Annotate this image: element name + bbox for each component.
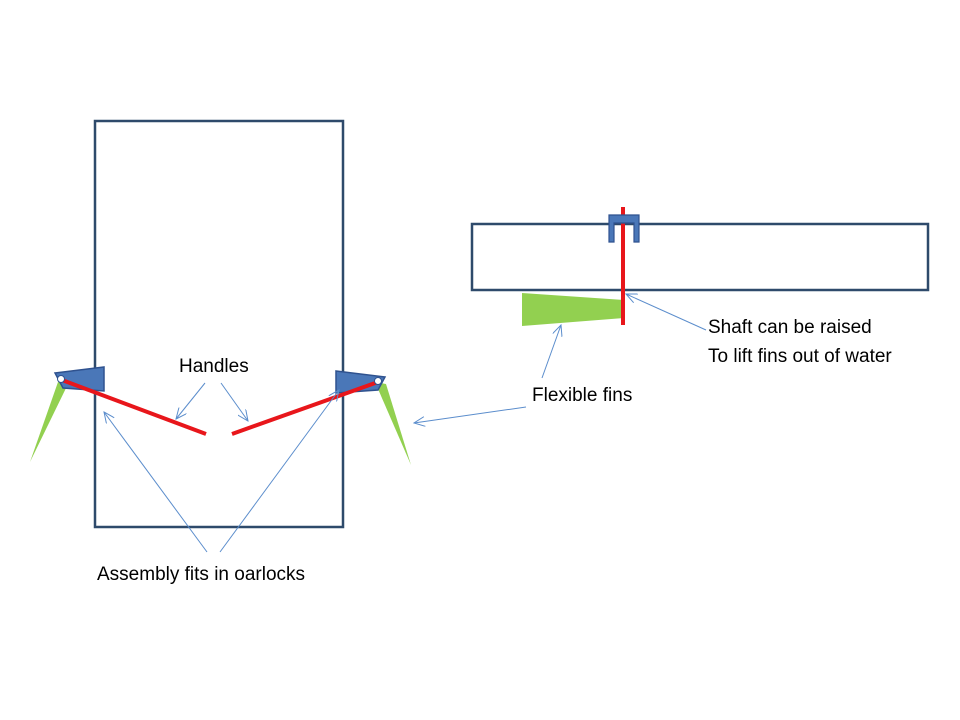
left-oarlock-bracket (53, 366, 105, 392)
right-handle (231, 380, 379, 436)
arrow-fins-up (541, 325, 561, 379)
arrow-fins-left (414, 406, 527, 423)
arrow-shaft (626, 294, 707, 331)
label-flexible-fins: Flexible fins (532, 385, 632, 406)
label-handles: Handles (179, 356, 249, 377)
label-shaft-line1: Shaft can be raised (708, 317, 872, 338)
left-pivot (57, 375, 65, 383)
arrow-assembly-left (104, 412, 208, 553)
label-assembly: Assembly fits in oarlocks (97, 564, 305, 585)
left-fin (30, 382, 68, 462)
arrow-assembly-right (219, 390, 339, 553)
labels: Handles Assembly fits in oarlocks Flexib… (97, 317, 892, 585)
boat-hull-side-view (470, 222, 930, 292)
top-view (30, 119, 411, 529)
arrow-handles-left (176, 382, 206, 419)
boat-hull-top-view (93, 119, 345, 529)
side-fin (522, 293, 624, 326)
left-handle (61, 378, 207, 436)
right-pivot (374, 377, 382, 385)
shaft-bracket-cap (608, 214, 640, 243)
right-oarlock-bracket (335, 370, 387, 394)
side-view (470, 207, 930, 326)
right-fin (375, 382, 411, 465)
annotation-arrows (104, 294, 707, 553)
label-shaft-line2: To lift fins out of water (708, 346, 892, 367)
arrow-handles-right (220, 382, 248, 421)
